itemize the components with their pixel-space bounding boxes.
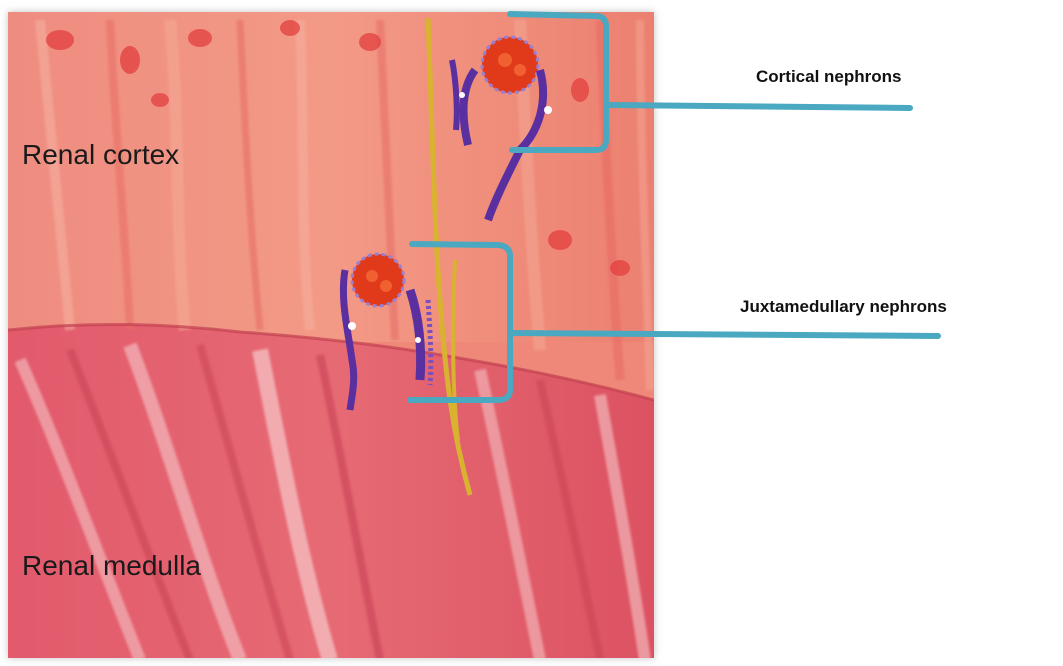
juxtamedullary-nephrons-label: Juxtamedullary nephrons: [740, 298, 947, 315]
renal-medulla-label: Renal medulla: [22, 552, 201, 580]
cortical-nephrons-label: Cortical nephrons: [756, 68, 901, 85]
renal-cortex-area: [8, 12, 654, 342]
renal-cortex-label: Renal cortex: [22, 141, 179, 169]
